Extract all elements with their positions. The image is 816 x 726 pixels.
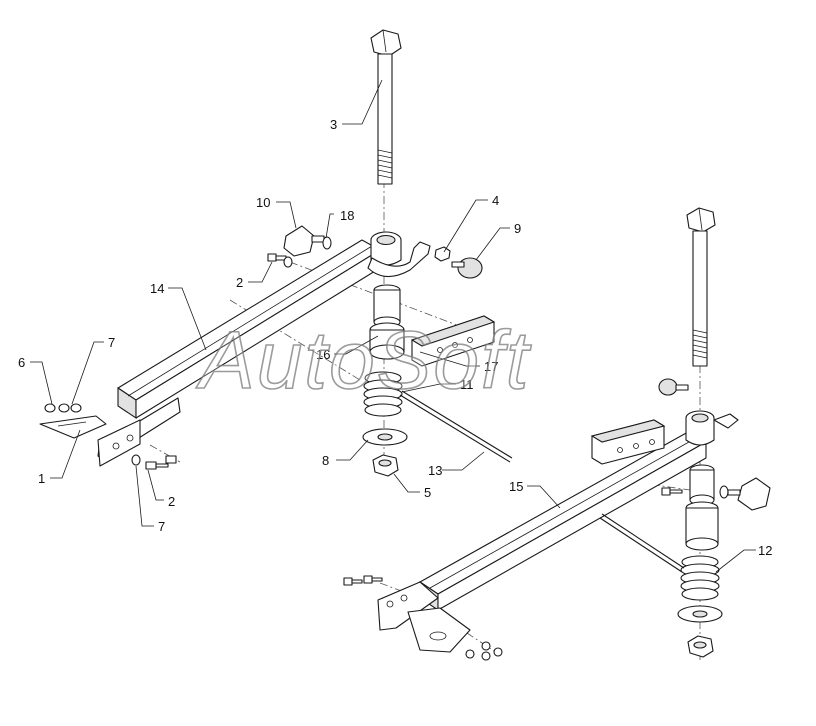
- callout-12: 12: [758, 543, 772, 558]
- watermark-text: AutoSoft: [195, 315, 532, 406]
- clamp-block-right: [590, 419, 666, 465]
- callout-labels: 3 10 18 4 9 2 14 6 7 1 2 7 16 17 11 8 5 …: [18, 117, 772, 558]
- callout-10: 10: [256, 195, 270, 210]
- callout-7-top: 7: [108, 335, 115, 350]
- callout-16: 16: [316, 347, 330, 362]
- callout-3: 3: [330, 117, 337, 132]
- nut-right: [687, 635, 714, 658]
- callout-15: 15: [509, 479, 523, 494]
- bolt-left: [370, 29, 402, 185]
- callout-11: 11: [460, 377, 474, 392]
- callout-1: 1: [38, 471, 45, 486]
- callout-14: 14: [150, 281, 164, 296]
- arm-right: [377, 410, 739, 653]
- callout-4: 4: [492, 193, 499, 208]
- washer-left: [362, 428, 408, 446]
- fasteners-left: [39, 253, 293, 470]
- leader-lines: [30, 79, 756, 573]
- bolt-right: [686, 207, 716, 367]
- callout-8: 8: [322, 453, 329, 468]
- callout-6: 6: [18, 355, 25, 370]
- washer-right: [677, 605, 723, 623]
- fasteners-right: [343, 487, 683, 661]
- bushing-right: [685, 464, 719, 551]
- arm-left: [97, 231, 431, 467]
- callout-17: 17: [484, 359, 498, 374]
- rubber-stop-left: [283, 225, 332, 257]
- knob-right: [658, 378, 689, 396]
- nut-left: [372, 454, 399, 477]
- spring-left: [363, 371, 513, 463]
- callout-18: 18: [340, 208, 354, 223]
- callout-13: 13: [428, 463, 442, 478]
- callout-5: 5: [424, 485, 431, 500]
- callout-2-top: 2: [236, 275, 243, 290]
- callout-7-bottom: 7: [158, 519, 165, 534]
- callout-2-bottom: 2: [168, 494, 175, 509]
- callout-9: 9: [514, 221, 521, 236]
- rubber-stop-right: [719, 477, 771, 511]
- knob-left: [434, 246, 483, 279]
- spring-right: [599, 513, 720, 601]
- bushing-left: [369, 284, 496, 367]
